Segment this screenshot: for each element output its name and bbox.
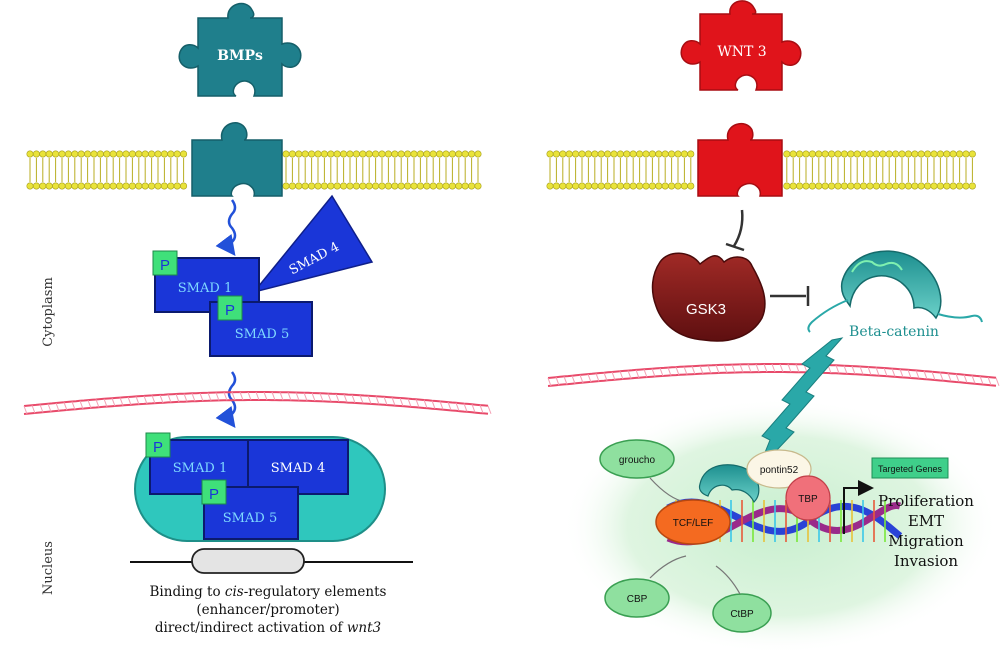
tcf-lef-factor: TCF/LEF (655, 499, 731, 545)
phospho-icon (217, 295, 243, 321)
groucho-label: groucho (619, 455, 656, 466)
phospho-icon (201, 479, 227, 505)
beta-catenin-nuclear-icon (698, 464, 760, 504)
smad4-nucleus-label: SMAD 4 (271, 461, 325, 476)
bmp-receptor-icon (191, 122, 283, 197)
signal-arrow-1 (215, 199, 237, 257)
gsk3-protein: GSK3 (651, 252, 766, 342)
tbp-factor: TBP (785, 475, 831, 521)
ctbp-label: CtBP (730, 609, 754, 620)
inhibit-bar (725, 242, 745, 252)
ctbp-cofactor: CtBP (712, 593, 772, 633)
inhibit-ctbp (715, 565, 741, 595)
groucho-cofactor: groucho (599, 439, 675, 479)
wnt-ligand-label: WNT 3 (717, 44, 766, 60)
targeted-genes-box: Targeted Genes (871, 457, 949, 479)
nuclear-envelope-right (547, 363, 1000, 387)
bmp-ligand: BMPs (178, 2, 302, 97)
bmp-puzzle-icon (178, 2, 302, 97)
binding-caption-line2: (enhancer/promoter) (196, 602, 339, 618)
cell-membrane-left (26, 150, 482, 190)
binding-caption-line3: direct/indirect activation of wnt3 (155, 620, 381, 636)
outcome-proliferation: Proliferation (878, 492, 974, 510)
cbp-cofactor: CBP (604, 578, 670, 618)
nuclear-envelope-left (23, 391, 492, 415)
cell-membrane-right (546, 150, 976, 190)
phospho-icon (145, 432, 171, 458)
phospho-label: P (209, 486, 219, 503)
cbp-label: CBP (627, 594, 648, 605)
outcome-invasion: Invasion (894, 552, 959, 570)
beta-catenin-label: Beta-catenin (849, 324, 939, 340)
smad-nuclear-complex: P SMAD 1 SMAD 4 P SMAD 5 (134, 432, 386, 542)
phospho-label: P (225, 302, 235, 319)
inhibit-arrow-wnt-gsk3 (732, 209, 744, 247)
smad4-cytoplasm: SMAD 4 (251, 194, 374, 294)
wnt-ligand: WNT 3 (680, 0, 802, 91)
wnt-receptor-icon (697, 122, 783, 197)
phospho-label: P (153, 439, 163, 456)
nucleus-label: Nucleus (41, 541, 56, 595)
binding-caption-line1: Binding to cis-regulatory elements (150, 584, 387, 600)
inhibit-cbp (649, 555, 687, 579)
regulatory-element-icon (191, 548, 305, 574)
dna-binding-site (130, 548, 413, 574)
wnt-puzzle-icon (680, 0, 802, 91)
smad5-cytoplasm-label: SMAD 5 (235, 327, 289, 342)
tbp-label: TBP (798, 494, 818, 505)
targeted-genes-label: Targeted Genes (878, 464, 943, 474)
outcome-migration: Migration (888, 532, 964, 550)
smad4-triangle-icon (251, 194, 374, 294)
smad1-nucleus-label: SMAD 1 (173, 461, 227, 476)
outcome-emt: EMT (908, 512, 944, 530)
phospho-label: P (160, 257, 170, 274)
outcomes-list: Proliferation EMT Migration Invasion (878, 492, 974, 570)
bmp-ligand-label: BMPs (217, 48, 263, 64)
smad1-cytoplasm-label: SMAD 1 (178, 281, 232, 296)
gsk3-label: GSK3 (686, 301, 726, 318)
transcription-start-arrow (843, 480, 874, 534)
cytoplasm-label: Cytoplasm (41, 277, 56, 347)
pontin52-label: pontin52 (760, 465, 799, 476)
smad5-cytoplasm: P SMAD 5 (209, 295, 313, 357)
beta-catenin-icon (840, 250, 942, 320)
gsk3-icon (651, 252, 766, 342)
phospho-icon (152, 250, 178, 276)
tcf-lef-label: TCF/LEF (673, 518, 714, 529)
pontin52-cofactor: pontin52 (746, 449, 812, 489)
beta-catenin-protein: Beta-catenin (807, 250, 983, 340)
smad5-nucleus-label: SMAD 5 (223, 511, 277, 526)
